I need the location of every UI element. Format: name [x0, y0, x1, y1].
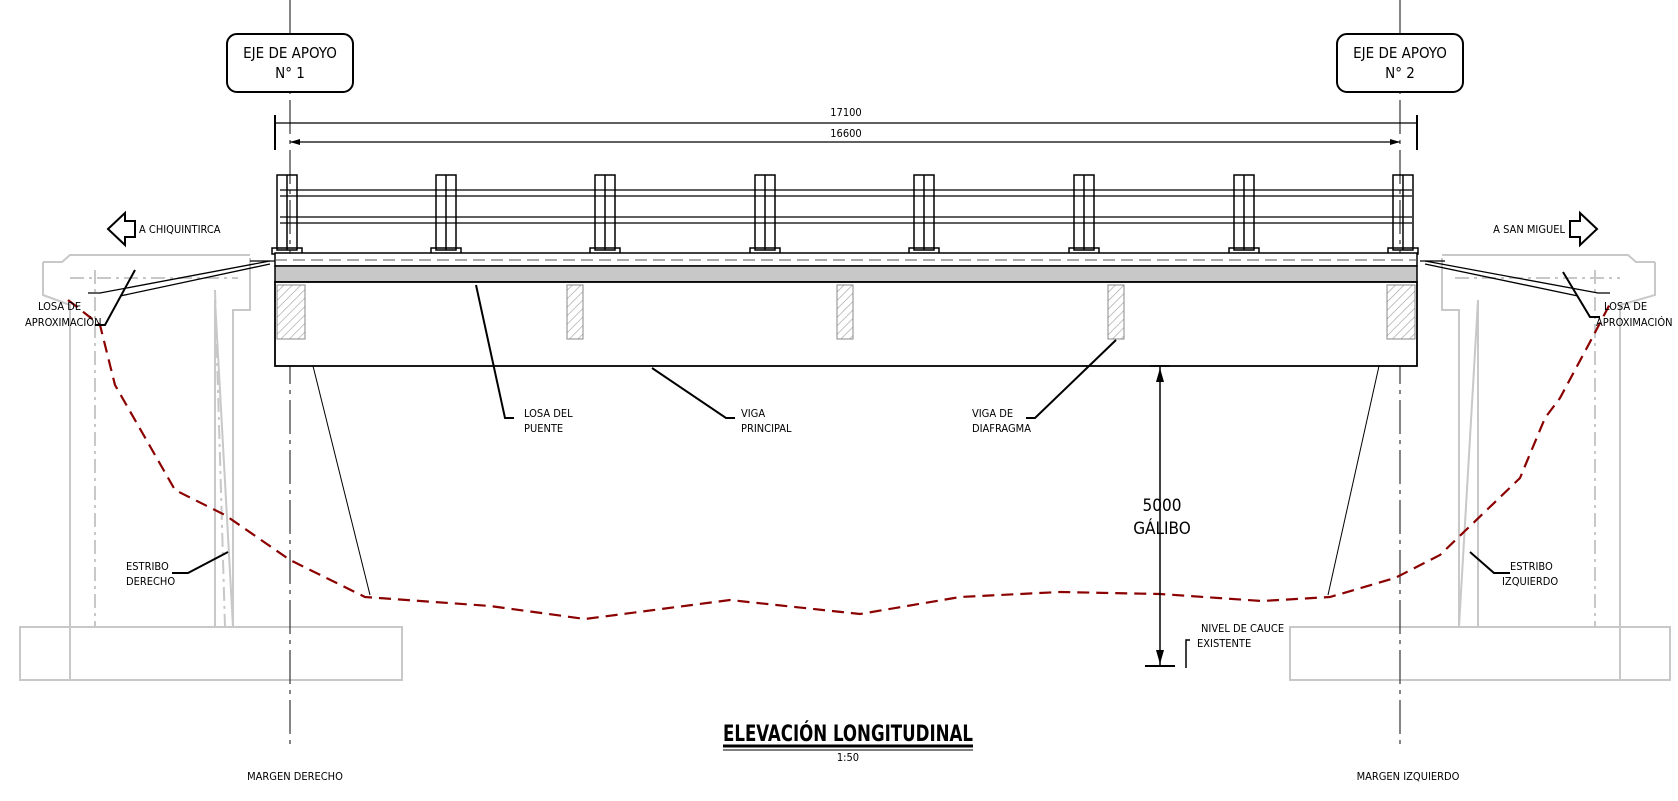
- direction-right-text: A SAN MIGUEL: [1493, 223, 1565, 236]
- drawing-title: ELEVACIÓN LONGITUDINAL 1:50: [723, 721, 973, 764]
- diaphragm-line1: VIGA DE: [972, 407, 1013, 420]
- bridge-deck: [274, 252, 1418, 367]
- abutment-right-line2: DERECHO: [126, 575, 175, 588]
- diaphragm-line2: DIAFRAGMA: [972, 422, 1031, 435]
- approach-slab-right-line2: APROXIMACIÓN: [1596, 316, 1673, 329]
- approach-slabs: [88, 260, 1610, 297]
- bridge-slab-line1: LOSA DEL: [524, 407, 573, 420]
- railing-post: [1068, 174, 1100, 255]
- leader-lines: [95, 269, 1600, 668]
- right-abutment: [1289, 254, 1671, 681]
- railing-post: [1228, 174, 1260, 255]
- bridge-slab: [274, 265, 1418, 283]
- left-abutment: [19, 254, 403, 681]
- axis-label-1: EJE DE APOYO N° 1: [226, 33, 354, 93]
- bank-left-label: MARGEN IZQUIERDO: [1357, 770, 1460, 783]
- clearance-dimension: 5000 GÁLIBO: [1133, 365, 1191, 667]
- axis-centerlines: [289, 0, 1401, 748]
- railing-post: [589, 174, 621, 255]
- railing-post: [430, 174, 462, 255]
- dimension-total: 17100: [274, 106, 1418, 150]
- railing: [271, 174, 1419, 255]
- title-scale: 1:50: [837, 751, 859, 764]
- main-beam-line1: VIGA: [741, 407, 765, 420]
- bridge-slab-line2: PUENTE: [524, 422, 563, 435]
- railing-post: [271, 174, 303, 255]
- bank-right-label: MARGEN DERECHO: [247, 770, 343, 783]
- direction-left-text: A CHIQUINTIRCA: [139, 223, 221, 236]
- railing-post: [908, 174, 940, 255]
- clearance-value: 5000: [1143, 496, 1182, 516]
- abutment-left-line2: IZQUIERDO: [1502, 575, 1558, 588]
- arrow-left-icon: [106, 210, 136, 248]
- direction-left: A CHIQUINTIRCA: [106, 210, 221, 248]
- railing-post: [1387, 174, 1419, 255]
- clearance-label: GÁLIBO: [1133, 517, 1191, 539]
- railing-post: [749, 174, 781, 255]
- terrain-profile: [67, 299, 1613, 621]
- abutment-left-line1: ESTRIBO: [1510, 560, 1553, 573]
- approach-slab-left-line1: LOSA DE: [38, 300, 81, 313]
- total-length-value: 17100: [830, 106, 861, 119]
- diaphragm: [566, 284, 584, 340]
- approach-slab-left-line2: APROXIMACIÓN: [25, 316, 102, 329]
- approach-slab-right-line1: LOSA DE: [1604, 300, 1647, 313]
- axis-1-line1: EJE DE APOYO: [243, 44, 337, 62]
- axis-2-line2: N° 2: [1385, 64, 1415, 82]
- diaphragm: [1107, 284, 1125, 340]
- axis-2-line1: EJE DE APOYO: [1353, 44, 1447, 62]
- axis-label-2: EJE DE APOYO N° 2: [1336, 33, 1464, 93]
- title-text: ELEVACIÓN LONGITUDINAL: [723, 721, 973, 747]
- riverbed-line1: NIVEL DE CAUCE: [1201, 622, 1284, 635]
- span-length-value: 16600: [830, 127, 861, 140]
- diaphragm: [1386, 284, 1416, 340]
- abutment-right-line1: ESTRIBO: [126, 560, 169, 573]
- dimension-span: 16600: [290, 127, 1400, 145]
- main-beam-line2: PRINCIPAL: [741, 422, 792, 435]
- direction-right: A SAN MIGUEL: [1493, 210, 1599, 248]
- diaphragm: [836, 284, 854, 340]
- axis-1-line2: N° 1: [275, 64, 305, 82]
- diaphragm: [276, 284, 306, 340]
- riverbed-line2: EXISTENTE: [1197, 637, 1251, 650]
- arrow-right-icon: [1569, 210, 1599, 248]
